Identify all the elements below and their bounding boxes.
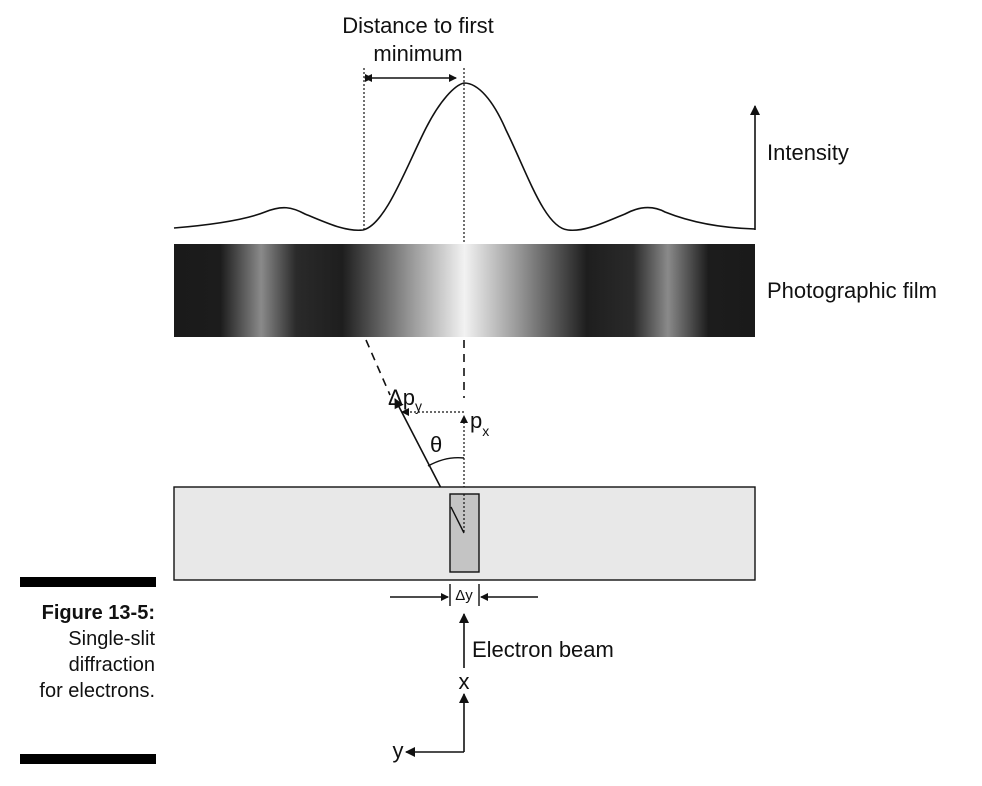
y-axis-label: y [393, 738, 404, 763]
caption-line-2: diffraction [68, 654, 155, 676]
caption-line-1: Single-slit [68, 628, 155, 650]
delta-py-subscript: y [415, 398, 422, 414]
figure-caption: Figure 13-5: Single-slit diffraction for… [0, 600, 155, 704]
delta-py-label: Δpy [388, 385, 422, 414]
theta-arc [427, 456, 465, 467]
intensity-curve [173, 82, 756, 232]
photographic-film [174, 244, 755, 337]
slit-opening [449, 493, 480, 573]
electron-beam-label: Electron beam [472, 637, 614, 662]
delta-py-symbol: Δp [388, 385, 415, 410]
px-symbol: p [470, 408, 482, 433]
distance-label-line1: Distance to first [342, 13, 494, 38]
distance-arrow-start [364, 74, 372, 82]
diffracted-dashed-line [365, 339, 391, 396]
caption-line-3: for electrons. [39, 680, 155, 702]
px-label: px [470, 408, 489, 439]
slit-deflection-line [450, 506, 465, 534]
film-label: Photographic film [767, 278, 937, 303]
delta-y-label: Δy [455, 587, 473, 604]
caption-bottom-bar [20, 754, 156, 764]
px-subscript: x [482, 423, 489, 439]
theta-label: θ [430, 432, 442, 457]
distance-label-line2: minimum [373, 41, 462, 66]
caption-title: Figure 13-5: [41, 602, 155, 624]
intensity-label: Intensity [767, 140, 849, 165]
x-axis-label: x [459, 669, 470, 694]
caption-top-bar [20, 577, 156, 587]
